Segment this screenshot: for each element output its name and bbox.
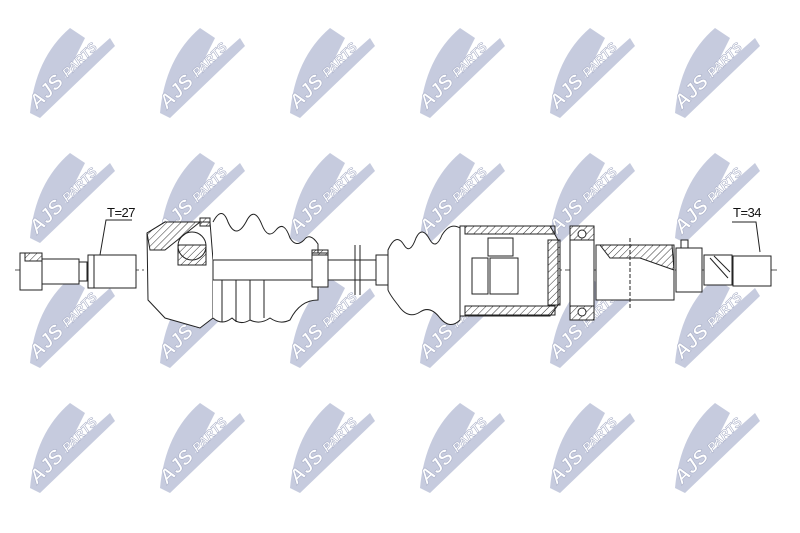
watermark-logo: AJS PARTS bbox=[145, 18, 275, 128]
watermark-logo: AJS PARTS bbox=[660, 268, 790, 378]
watermark-logo: AJS PARTS bbox=[660, 18, 790, 128]
watermark-logo: AJS PARTS bbox=[275, 143, 405, 253]
intermediate-shaft bbox=[212, 245, 389, 295]
spline-label-left: T=27 bbox=[107, 205, 136, 220]
watermark-logo: AJS PARTS bbox=[405, 393, 535, 503]
watermark-logo: AJS PARTS bbox=[15, 268, 145, 378]
watermark-logo: AJS PARTS bbox=[660, 143, 790, 253]
right-stub bbox=[595, 238, 772, 308]
spline-label-right: T=34 bbox=[733, 205, 762, 220]
watermark-logo: AJS PARTS bbox=[145, 393, 275, 503]
watermark-logo: AJS PARTS bbox=[15, 393, 145, 503]
leader-left bbox=[99, 219, 132, 256]
watermark-logo: AJS PARTS bbox=[535, 393, 665, 503]
watermark-logo: AJS PARTS bbox=[275, 393, 405, 503]
left-stub bbox=[19, 252, 137, 291]
inner-tripod-joint bbox=[459, 225, 561, 317]
watermark-logo: AJS PARTS bbox=[405, 143, 535, 253]
watermark-logo: AJS PARTS bbox=[660, 393, 790, 503]
outer-cv-joint bbox=[146, 217, 214, 329]
leader-right bbox=[732, 221, 761, 253]
support-bearing bbox=[569, 225, 595, 321]
inner-boot bbox=[387, 225, 461, 325]
watermark-logo: AJS PARTS bbox=[535, 18, 665, 128]
watermark-logo: AJS PARTS bbox=[275, 18, 405, 128]
watermark-logo: AJS PARTS bbox=[15, 18, 145, 128]
watermark-logo: AJS PARTS bbox=[405, 18, 535, 128]
watermark-logo: AJS PARTS bbox=[15, 143, 145, 253]
